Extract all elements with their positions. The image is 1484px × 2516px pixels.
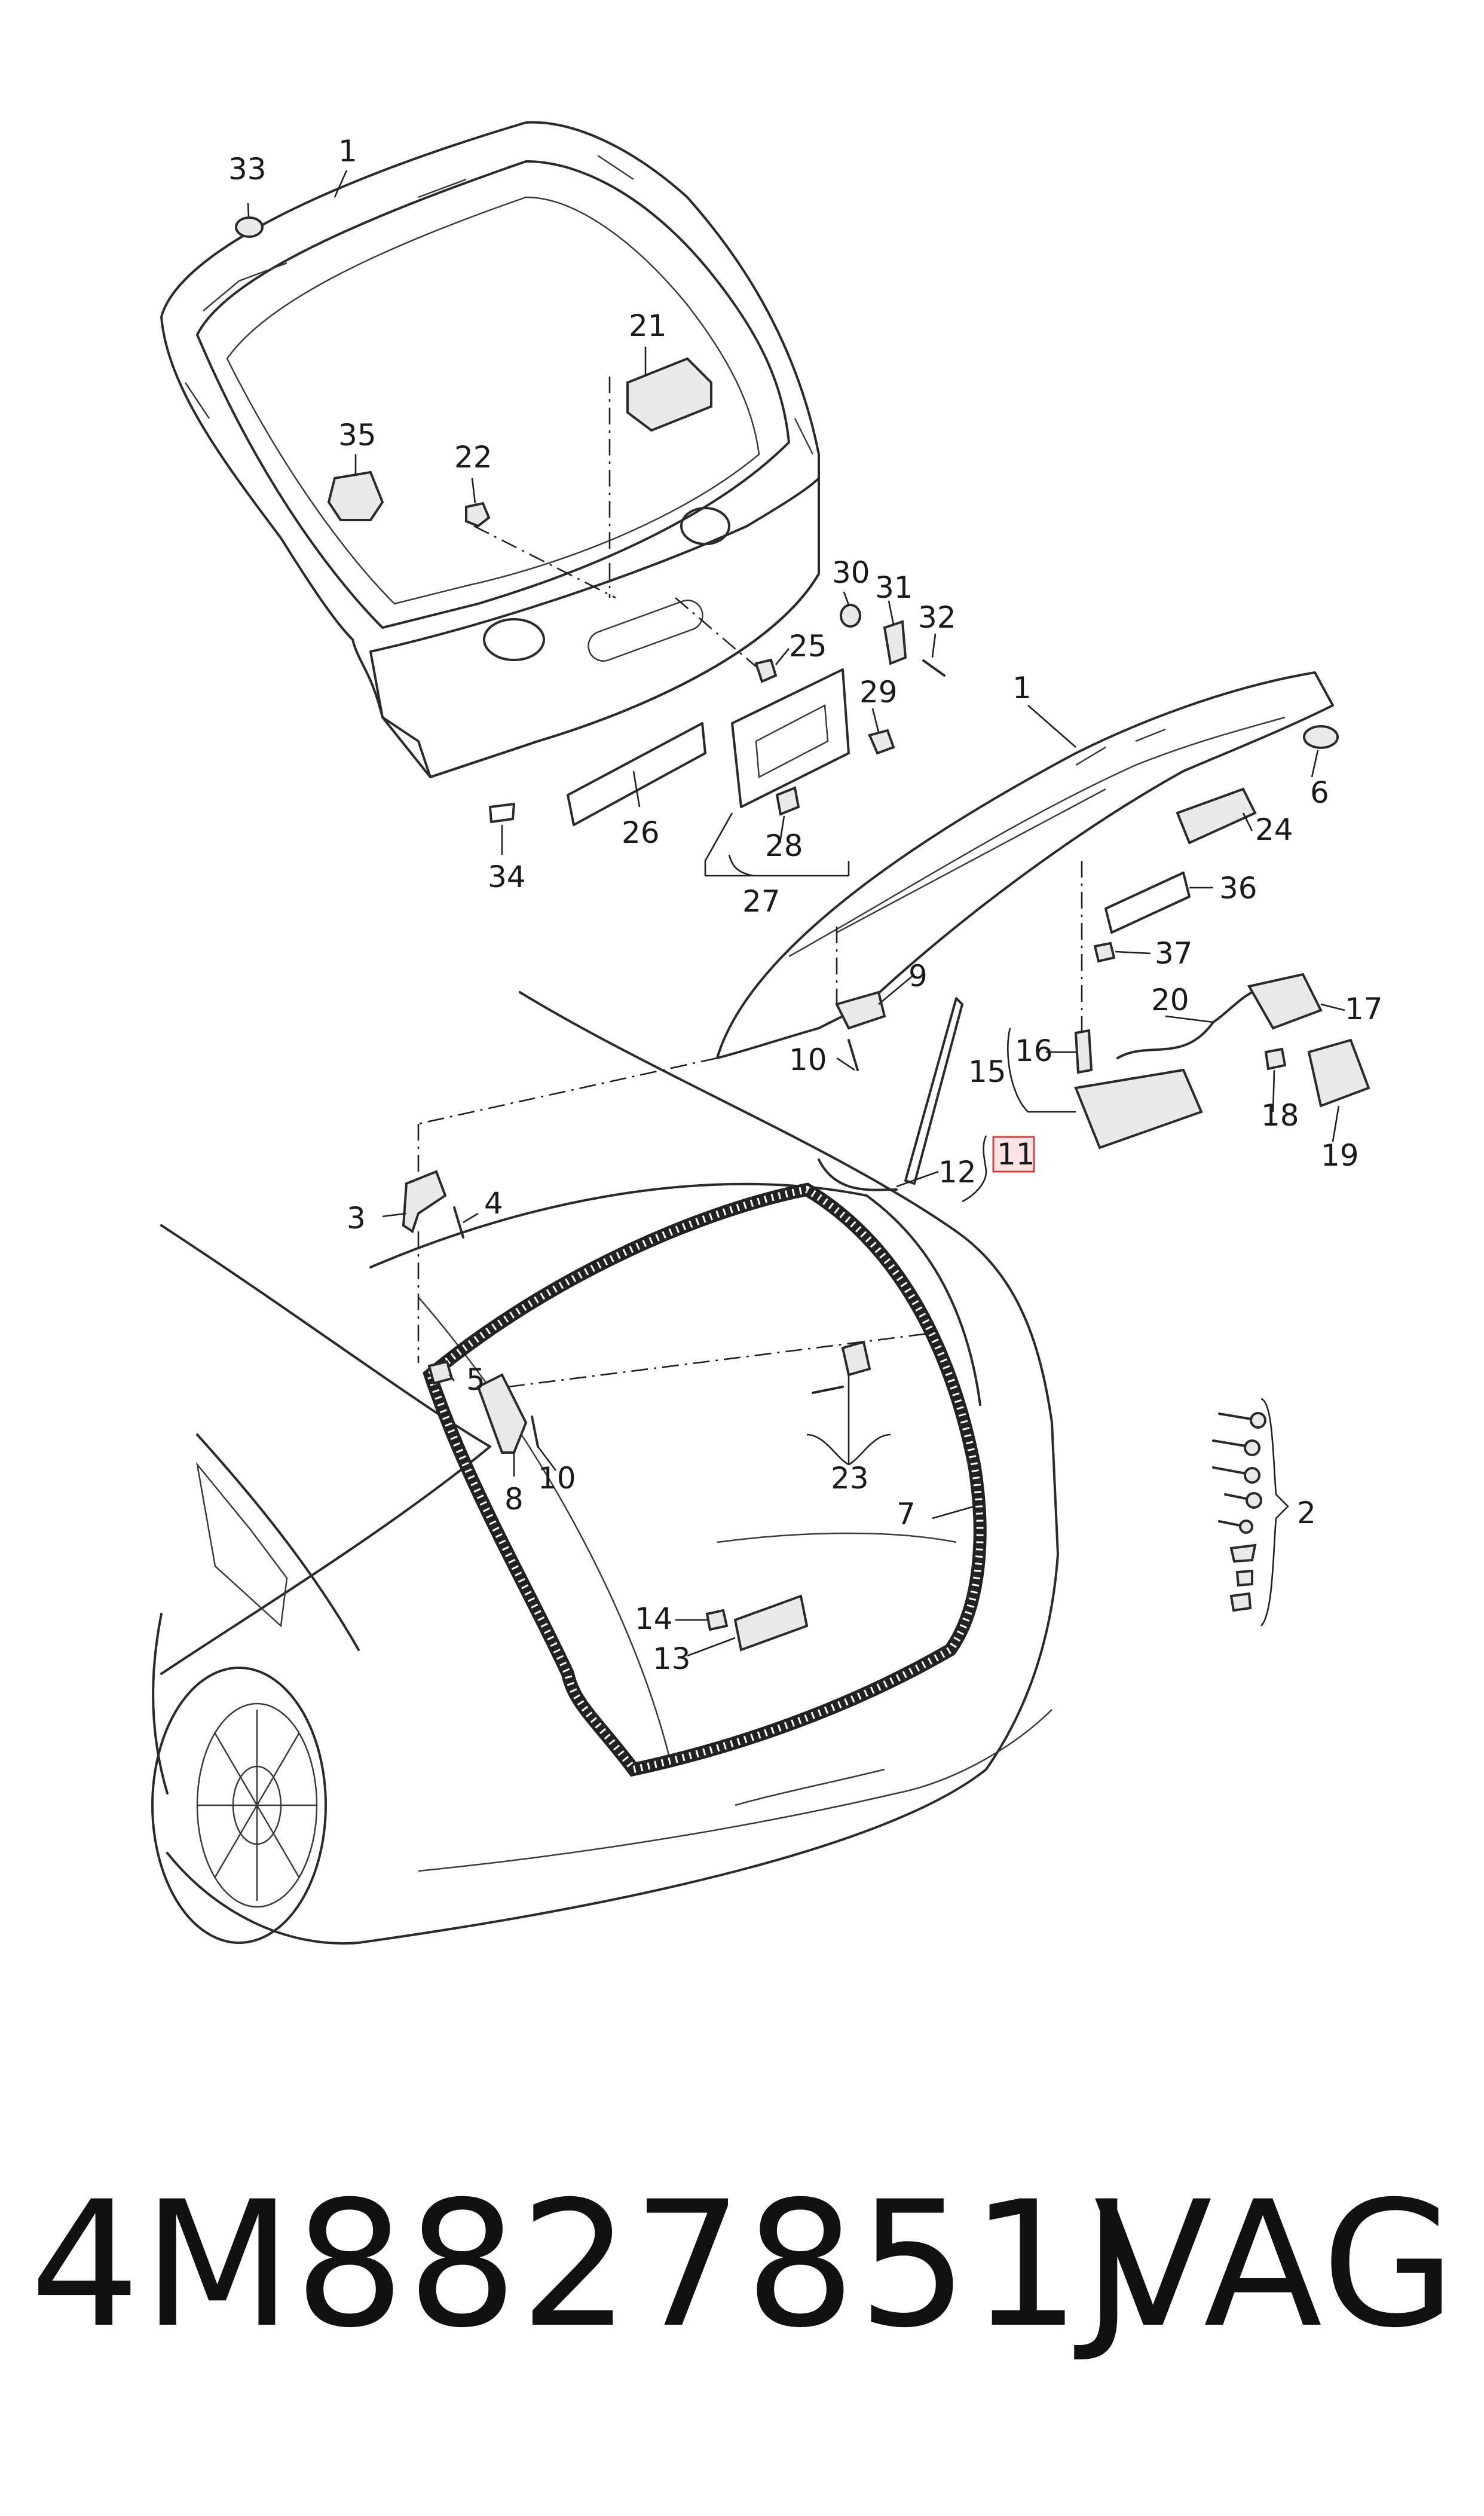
part-11 [904, 997, 963, 1185]
part-13 [733, 1594, 809, 1652]
part-19 [1307, 1038, 1370, 1108]
callout-24: 24 [1255, 812, 1293, 847]
callout-22: 22 [454, 440, 492, 475]
tailgate-side-view [716, 671, 1334, 1059]
part-7-seal [423, 1182, 987, 1777]
vehicle-body [151, 991, 1059, 1945]
part-29 [868, 729, 895, 755]
part-24 [1176, 787, 1257, 845]
callout-36: 36 [1219, 871, 1257, 906]
callout-1-side: 1 [1012, 671, 1032, 705]
part-6 [1303, 725, 1339, 749]
callout-29: 29 [859, 675, 898, 710]
callout-28: 28 [765, 829, 803, 863]
brand-name: VAG [1094, 2165, 1458, 2366]
callout-34: 34 [488, 860, 526, 894]
callout-2: 2 [1297, 1496, 1316, 1530]
callout-7: 7 [896, 1497, 916, 1531]
callout-35: 35 [338, 418, 377, 453]
part-32 [922, 659, 946, 677]
callout-3: 3 [347, 1201, 366, 1236]
part-12 [818, 1158, 898, 1191]
footer: 4M8827851J VAG [0, 2140, 1484, 2391]
part-8 [476, 1373, 528, 1454]
callout-20: 20 [1151, 983, 1189, 1017]
callout-32: 32 [918, 600, 956, 635]
part-15 [1074, 1068, 1203, 1150]
tailgate-rear-view [160, 121, 820, 778]
callout-31: 31 [875, 570, 913, 605]
callout-10-lower: 10 [538, 1461, 576, 1496]
leader-lines [247, 170, 1345, 1657]
highlight-box-11 [992, 1136, 1035, 1173]
part-30 [840, 604, 861, 628]
callout-6: 6 [1310, 775, 1329, 810]
callout-12: 12 [938, 1155, 977, 1190]
callout-5: 5 [466, 1362, 485, 1397]
callout-21: 21 [629, 308, 667, 343]
part-4 [453, 1206, 464, 1239]
callout-9: 9 [908, 959, 928, 993]
part-25 [754, 658, 778, 683]
part-35 [327, 470, 384, 521]
part-37 [1093, 941, 1116, 963]
callout-15: 15 [968, 1054, 1006, 1089]
callout-25: 25 [789, 629, 827, 664]
part-33 [235, 216, 264, 238]
part-number: 4M8827851J [30, 2165, 1137, 2366]
callout-1-top: 1 [338, 134, 357, 169]
part-22 [465, 502, 491, 528]
part-10-upper [847, 1039, 859, 1071]
part-26 [567, 722, 706, 826]
part-21 [626, 357, 712, 432]
callout-27: 27 [742, 884, 781, 919]
callout-19: 19 [1321, 1138, 1359, 1173]
callout-16: 16 [1015, 1034, 1053, 1068]
part-3 [402, 1170, 447, 1234]
part-2-fasteners [1212, 1412, 1266, 1612]
callout-26: 26 [622, 815, 660, 850]
part-34 [489, 803, 515, 823]
callout-14: 14 [635, 1601, 673, 1636]
callout-17: 17 [1345, 992, 1383, 1026]
callout-11: 11 [997, 1137, 1035, 1172]
part-9 [835, 990, 886, 1030]
callout-33: 33 [228, 152, 267, 187]
part-27 [731, 668, 850, 808]
part-36 [1104, 872, 1191, 934]
part-20 [1116, 985, 1268, 1059]
part-17 [1247, 973, 1323, 1030]
part-5 [427, 1360, 454, 1385]
callout-10-upper: 10 [789, 1043, 827, 1077]
part-14 [705, 1609, 729, 1631]
callout-37: 37 [1155, 936, 1193, 971]
callout-labels: 1 33 21 35 22 30 31 32 25 29 1 6 24 36 3… [228, 134, 1383, 1676]
part-10-lower [531, 1416, 539, 1448]
part-23 [841, 1340, 871, 1377]
part-31 [883, 620, 907, 665]
part-28 [775, 786, 800, 816]
callout-8: 8 [504, 1482, 524, 1517]
callout-4: 4 [484, 1186, 503, 1221]
part-18 [1264, 1047, 1287, 1071]
callout-18: 18 [1261, 1098, 1299, 1133]
callout-13: 13 [653, 1641, 691, 1676]
callout-30: 30 [832, 555, 870, 590]
callout-23: 23 [831, 1461, 869, 1496]
part-16 [1074, 1029, 1093, 1074]
